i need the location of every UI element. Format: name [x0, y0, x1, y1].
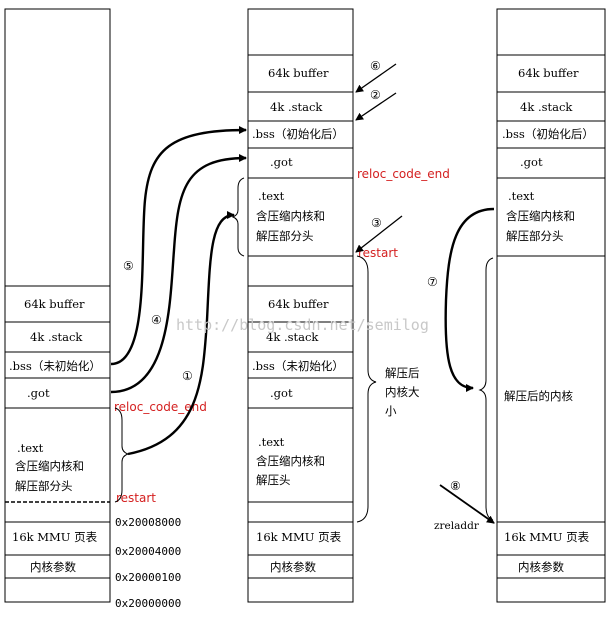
right-kernel-brace	[478, 257, 494, 521]
right-kernel-params: 内核参数	[518, 560, 564, 574]
left-reloc-code-end-label: reloc_code_end	[114, 400, 207, 414]
mid-top-text-line1: .text	[258, 189, 285, 203]
arrow-step2	[355, 92, 397, 121]
left-kernel-params: 内核参数	[30, 560, 76, 574]
mid-top-stack: 4k .stack	[270, 100, 323, 114]
left-stack: 4k .stack	[30, 330, 83, 344]
arrow-step3	[355, 215, 403, 253]
kernel-size-brace	[356, 255, 377, 523]
step6-number: ⑥	[370, 59, 381, 73]
kernel-size-line3: 小	[385, 404, 397, 418]
right-64k-buffer: 64k buffer	[518, 66, 579, 80]
middle-memory-column	[247, 8, 354, 603]
mid-low-got: .got	[270, 386, 293, 400]
kernel-size-line2: 内核大	[385, 385, 420, 399]
arrow-step6	[355, 63, 397, 93]
left-64k-buffer: 64k buffer	[24, 297, 85, 311]
address-0x20000000: 0x20000000	[115, 597, 181, 610]
right-text-line1: .text	[508, 189, 535, 203]
mid-kernel-params: 内核参数	[270, 560, 316, 574]
arrow-step5-bss	[110, 126, 247, 366]
left-text-line3: 解压部分头	[15, 479, 73, 493]
step1-number: ①	[182, 369, 193, 383]
right-stack: 4k .stack	[520, 100, 573, 114]
step5-number: ⑤	[123, 259, 134, 273]
left-text-brace	[114, 407, 130, 503]
mid-top-text-line2: 含压缩内核和	[256, 209, 325, 223]
arrow-step4-got	[110, 154, 247, 394]
left-text-line1: .text	[17, 441, 44, 455]
mid-top-bss: .bss（初始化后）	[252, 127, 344, 141]
mid-top-64k-buffer: 64k buffer	[268, 66, 329, 80]
mid-top-got: .got	[270, 155, 293, 169]
watermark: http://blog.csdn.net/semilog	[176, 316, 429, 334]
zreladdr-label: zreladdr	[434, 520, 480, 532]
mid-low-64k-buffer: 64k buffer	[268, 297, 329, 311]
mid-top-text-line3: 解压部分头	[256, 229, 314, 243]
kernel-size-line1: 解压后	[385, 366, 420, 380]
address-0x20008000: 0x20008000	[115, 516, 181, 529]
mid-restart-label: restart	[358, 246, 398, 260]
arrow-step7	[444, 207, 495, 392]
mid-reloc-code-end-label: reloc_code_end	[357, 167, 450, 181]
step7-number: ⑦	[427, 275, 438, 289]
mid-text-brace	[231, 177, 245, 257]
left-text-line2: 含压缩内核和	[15, 459, 84, 473]
arrow-step8	[439, 484, 495, 524]
left-mmu-table: 16k MMU 页表	[12, 530, 98, 544]
mid-low-stack: 4k .stack	[266, 330, 319, 344]
right-mmu-table: 16k MMU 页表	[504, 530, 590, 544]
mid-low-bss: .bss（未初始化）	[252, 359, 344, 373]
right-bss: .bss（初始化后）	[502, 127, 594, 141]
right-text-line3: 解压部分头	[506, 229, 564, 243]
left-restart-label: restart	[116, 491, 156, 505]
left-bss: .bss（未初始化）	[9, 359, 101, 373]
right-text-line2: 含压缩内核和	[506, 209, 575, 223]
step4-number: ④	[151, 313, 162, 327]
mid-low-text-line1: .text	[258, 435, 285, 449]
right-memory-column	[496, 8, 606, 603]
mid-low-text-line3: 解压头	[256, 473, 291, 487]
step8-number: ⑧	[450, 479, 461, 493]
right-decompressed-kernel: 解压后的内核	[504, 389, 573, 403]
address-0x20000100: 0x20000100	[115, 571, 181, 584]
right-got: .got	[520, 155, 543, 169]
step3-number: ③	[371, 216, 382, 230]
arrow-step1-text	[127, 211, 235, 456]
step2-number: ②	[370, 88, 381, 102]
left-memory-column	[4, 8, 111, 603]
address-0x20004000: 0x20004000	[115, 545, 181, 558]
mid-low-text-line2: 含压缩内核和	[256, 454, 325, 468]
mid-mmu-table: 16k MMU 页表	[256, 530, 342, 544]
left-got: .got	[27, 386, 50, 400]
